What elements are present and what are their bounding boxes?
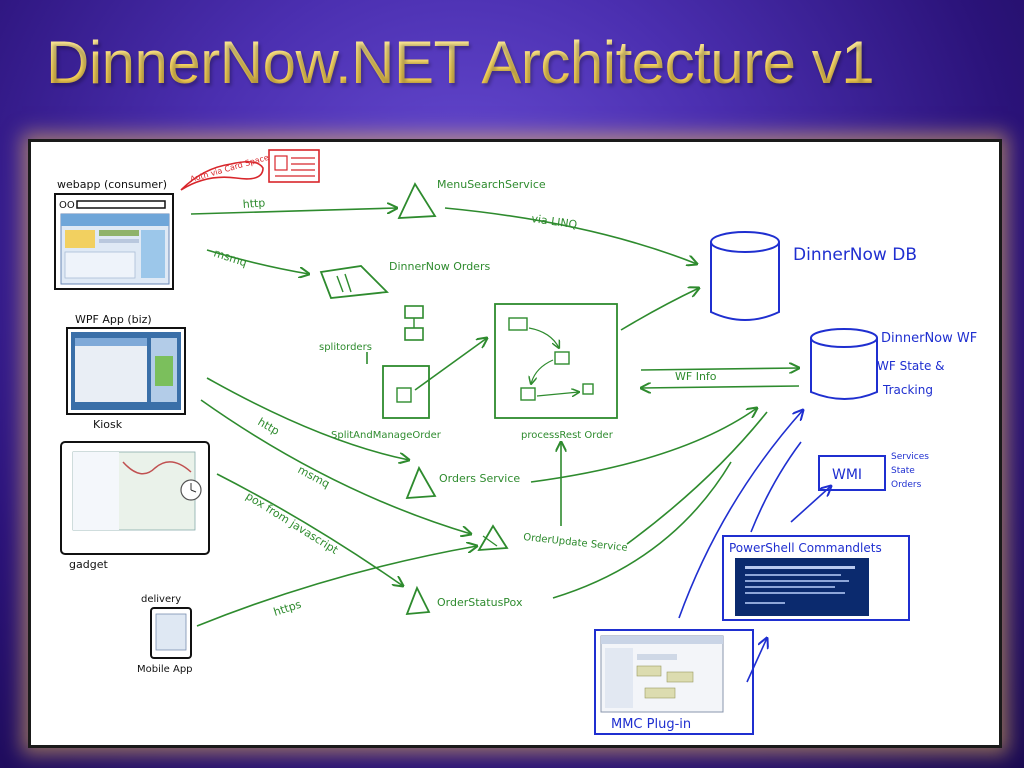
label-msmq-1: msmq xyxy=(212,246,249,269)
tracking-label: Tracking xyxy=(882,383,933,397)
wmi-box xyxy=(818,455,886,491)
process-rest-label: processRest Order xyxy=(521,430,614,441)
wmi-note-orders: Orders xyxy=(891,480,922,490)
wmi-note-state: State xyxy=(891,466,915,476)
order-update-service: OrderUpdate Service xyxy=(477,524,628,554)
gadget-client: gadget xyxy=(60,441,210,571)
wf-state-label: WF State & xyxy=(877,359,945,373)
order-status-pox: OrderStatusPox xyxy=(405,585,523,616)
split-manage-label: SplitAndManageOrder xyxy=(331,430,442,441)
powershell-box xyxy=(722,535,910,621)
label-via-linq: via LINQ xyxy=(531,212,579,231)
database-cylinder-icon xyxy=(710,242,780,321)
arrow-webapp-to-orders-queue xyxy=(206,249,309,274)
label-pox-from-javascript: pox from javascript xyxy=(243,490,341,558)
process-workflow-box xyxy=(494,303,618,419)
auth-note: Auth via Card Space xyxy=(189,153,270,184)
delivery-label: delivery xyxy=(141,594,181,605)
orders-queue-label: DinnerNow Orders xyxy=(389,260,490,273)
label-http-1: http xyxy=(242,196,265,211)
arrow-mmc-to-powershell xyxy=(746,638,767,683)
arrow-wpf-to-orders-service xyxy=(206,377,409,460)
label-https: https xyxy=(272,598,303,619)
slide-title: DinnerNow.NET Architecture v1 xyxy=(46,18,875,108)
mobile-client: delivery Mobile App xyxy=(137,594,193,675)
arrow-mobile-to-order-update xyxy=(196,546,477,627)
label-wf-info: WF Info xyxy=(675,370,717,383)
arrow-powershell-to-wf xyxy=(750,441,802,533)
mmc-box xyxy=(594,629,754,735)
label-msmq-2: msmq xyxy=(296,463,332,491)
wpf-client: WPF App (biz) Kiosk xyxy=(66,313,186,431)
wpf-label: WPF App (biz) xyxy=(75,313,152,326)
webapp-client: webapp (consumer) OO xyxy=(54,178,174,290)
kiosk-label: Kiosk xyxy=(93,418,123,431)
service-triangle-icon xyxy=(397,182,437,219)
service-triangle-icon xyxy=(405,465,437,500)
service-triangle-icon xyxy=(477,524,509,552)
split-orders: splitorders SplitAndManageOrder xyxy=(319,305,442,441)
svg-text:OO: OO xyxy=(59,200,75,211)
process-rest-order: processRest Order xyxy=(494,303,618,441)
webapp-label: webapp (consumer) xyxy=(57,178,167,191)
arrow-process-to-wf xyxy=(640,368,799,370)
arrow-process-to-db xyxy=(620,288,699,331)
arrow-menusearch-to-db xyxy=(444,207,697,264)
split-orders-label: splitorders xyxy=(319,342,372,353)
menu-search-service: MenuSearchService xyxy=(397,178,546,219)
architecture-diagram: webapp (consumer) OO Auth via Card Space… xyxy=(54,149,977,735)
db-label: DinnerNow DB xyxy=(793,245,917,265)
arrow-status-to-wf xyxy=(552,461,732,599)
mmc-label: MMC Plug-in xyxy=(611,717,691,732)
orders-service-label: Orders Service xyxy=(439,472,520,485)
orders-queue: DinnerNow Orders xyxy=(319,260,490,299)
wmi: WMI Services State Orders xyxy=(818,452,929,491)
wmi-label: WMI xyxy=(832,467,862,483)
whiteboard-diagram: webapp (consumer) OO Auth via Card Space… xyxy=(28,139,1002,748)
orders-service: Orders Service xyxy=(405,465,520,500)
service-triangle-icon xyxy=(405,585,431,616)
auth-cardspace: Auth via Card Space xyxy=(180,149,320,191)
arrow-mmc-to-wf xyxy=(678,410,803,619)
arrow-webapp-to-menusearch xyxy=(190,208,397,215)
order-update-label: OrderUpdate Service xyxy=(523,532,628,554)
arrow-gadget-to-order-status xyxy=(216,473,403,586)
database-cylinder-icon xyxy=(810,338,878,400)
queue-icon xyxy=(319,265,389,299)
cardspace-card-icon xyxy=(268,149,320,183)
mobile-screenshot xyxy=(155,613,187,651)
arrow-wpf-to-order-update xyxy=(200,399,471,534)
arrow-update-to-wf xyxy=(626,411,768,545)
mobile-label: Mobile App xyxy=(137,664,193,675)
mmc-plugin: MMC Plug-in xyxy=(594,629,754,735)
label-http-2: http xyxy=(256,415,282,438)
arrow-wf-to-process xyxy=(641,386,800,388)
arrow-orders-service-to-wf xyxy=(530,408,757,483)
split-manage-workflow-box xyxy=(382,365,430,419)
wmi-note-services: Services xyxy=(891,452,929,462)
wf-label: DinnerNow WF xyxy=(881,331,977,346)
gadget-label: gadget xyxy=(69,558,108,571)
arrow-split-to-process xyxy=(414,338,487,391)
arrow-powershell-to-wmi xyxy=(790,486,831,523)
dinnernow-wf: DinnerNow WF WF State & Tracking xyxy=(810,328,977,400)
powershell-label: PowerShell Commandlets xyxy=(729,541,882,555)
order-status-label: OrderStatusPox xyxy=(437,596,523,609)
powershell-commandlets: PowerShell Commandlets xyxy=(722,535,910,621)
dinnernow-db: DinnerNow DB xyxy=(710,231,917,321)
menu-search-label: MenuSearchService xyxy=(437,178,546,191)
